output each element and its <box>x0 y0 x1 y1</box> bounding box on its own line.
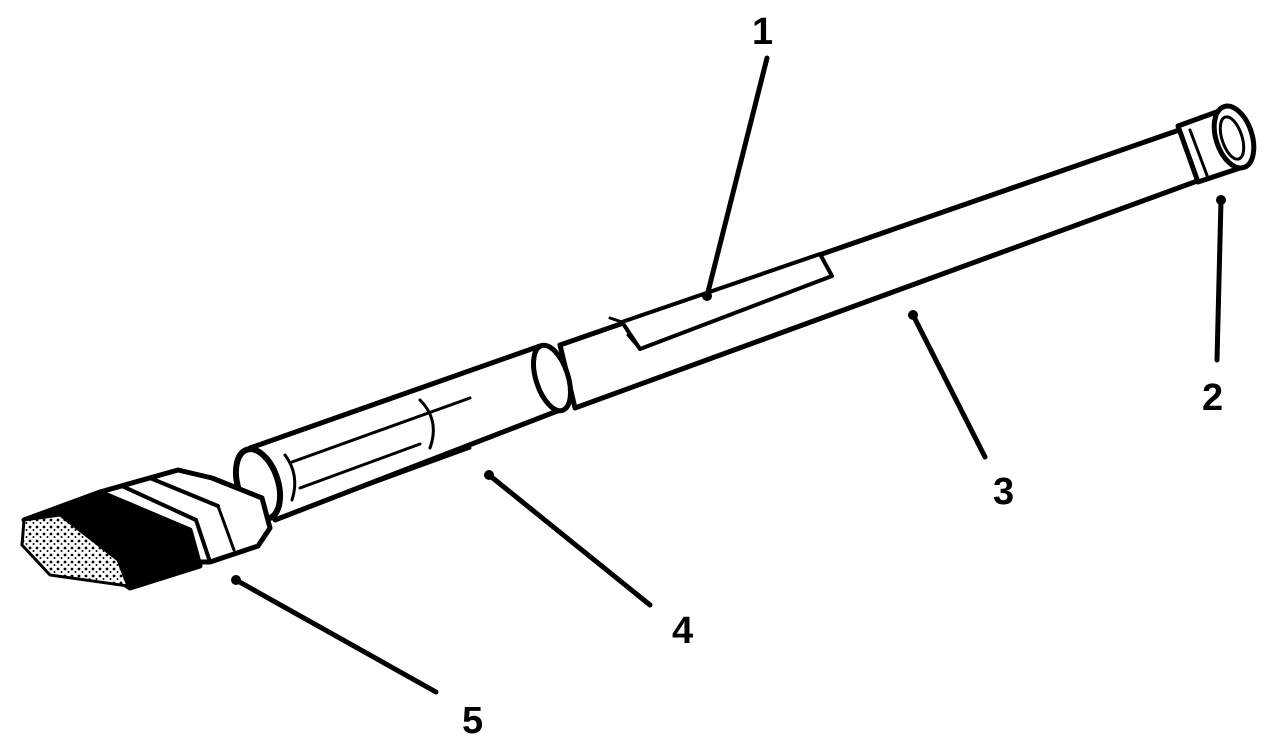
callout-5: 5 <box>462 700 483 742</box>
end-cap <box>1175 103 1257 185</box>
callout-3: 3 <box>993 471 1014 513</box>
brush-head <box>20 467 273 591</box>
leader-dot-2 <box>1216 195 1226 205</box>
leader-dot-4 <box>484 470 494 480</box>
leader-line-4 <box>486 472 653 608</box>
shaft <box>557 125 1203 411</box>
leader-dot-1 <box>702 291 712 301</box>
leader-line-5 <box>233 577 439 695</box>
leader-lines <box>231 55 1226 695</box>
leader-dot-5 <box>231 575 241 585</box>
leader-line-3 <box>910 312 988 460</box>
callout-4: 4 <box>672 610 693 652</box>
callout-labels: 1 2 3 4 5 <box>462 11 1223 742</box>
leader-line-1 <box>704 55 770 299</box>
leader-line-2 <box>1214 197 1224 363</box>
callout-1: 1 <box>752 11 773 53</box>
label-plate <box>608 252 834 351</box>
callout-2: 2 <box>1202 377 1223 419</box>
leader-dot-3 <box>908 310 918 320</box>
handle-sleeve <box>232 342 573 523</box>
